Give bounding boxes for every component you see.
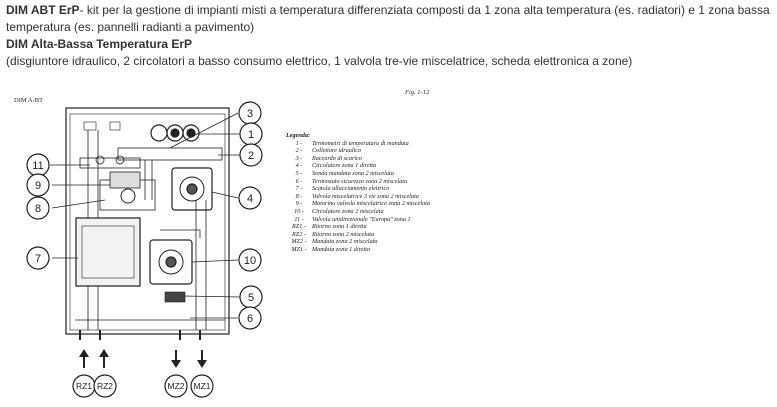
connection-mz1 (190, 374, 214, 398)
electrical-box (75, 217, 141, 287)
legend-item-text: Termostato sicurezza zona 2 miscelata (312, 177, 408, 185)
legend-item-code: 5 - (295, 169, 303, 177)
cabinet-outline (65, 107, 230, 335)
legend-item-code: 3 - (295, 154, 303, 162)
legend-item: RZ1 - Ritorno zona 1 diretta (286, 223, 436, 231)
callout-10-label: 10 (244, 255, 256, 267)
arrow-down-icon (197, 360, 207, 368)
legend-item-code: 7 - (295, 185, 303, 193)
legend-item: 5 - Sonda mandata zona 2 miscelata (286, 170, 436, 178)
legend-item-text: Mandata zona 2 miscelata (312, 238, 378, 246)
legend-item: 6 - Termostato sicurezza zona 2 miscelata (286, 178, 436, 186)
legend-item-code: 8 - (295, 192, 303, 200)
callout-6 (238, 306, 262, 330)
figure-number: Fig. 1-12 (405, 89, 430, 96)
callout-11-label: 11 (32, 160, 43, 172)
legend-item: 3 - Raccordo di scarico (286, 155, 436, 163)
legend-item: 2 - Collettore idraulico (286, 147, 436, 155)
intro-line-1: DIM ABT ErP- kit per la gestione di impi… (6, 2, 771, 35)
legend-item-code: 10 - (294, 207, 304, 215)
callout-3-label: 3 (247, 108, 253, 120)
legend-item-text: Valvola unidirezionale "Europa" zona 1 (312, 215, 411, 223)
arrow-up-icon (99, 349, 109, 357)
callout-10 (238, 248, 262, 272)
legend-item-text: Sonda mandata zona 2 miscelata (312, 169, 394, 177)
legend-item-text: Collettore idraulico (312, 147, 362, 155)
connection-rz1-label: RZ1 (76, 381, 92, 391)
pump-zone-1 (171, 167, 213, 211)
legend-item-text: Scatola allacciamento elettrico (312, 185, 390, 193)
callout-4 (238, 186, 262, 210)
legend-item: 8 - Valvola miscelatrice 3 vie zona 2 mis… (286, 193, 436, 201)
legend-item-text: Motorino valvola miscelatrice zona 2 mis… (312, 200, 431, 208)
callout-2-label: 2 (248, 150, 254, 162)
legend-item-code: MZ2 - (291, 238, 307, 246)
connection-rz2-label: RZ2 (97, 381, 113, 391)
legend-item-text: Ritorno zona 2 miscelata (312, 230, 375, 238)
connection-rz2 (93, 374, 117, 398)
legend-item-text: Raccordo di scarico (312, 154, 362, 162)
arrow-down-icon (171, 360, 181, 368)
legend-item: MZ1 - Mandata zona 1 diretta (286, 246, 436, 254)
product-subtitle: DIM Alta-Bassa Temperatura ErP (6, 37, 193, 51)
legend-item: RZ2 - Ritorno zona 2 miscelata (286, 231, 436, 239)
legend-item: 11 - Valvola unidirezionale "Europa" zona… (286, 216, 436, 224)
legend-item-text: Circolatore zona 2 miscelata (312, 207, 384, 215)
legend-item-text: Circolatore zona 1 diretta (312, 162, 377, 170)
legend-item-code: MZ1 - (291, 245, 307, 253)
callout-7-label: 7 (35, 253, 41, 265)
callout-4-label: 4 (247, 193, 253, 205)
legend-item-code: 9 - (295, 200, 303, 208)
arrow-up-icon (79, 349, 89, 357)
legend-item-code: 11 - (294, 215, 304, 223)
legend-item-code: 6 - (295, 177, 303, 185)
legend-item: 10 - Circolatore zona 2 miscelata (286, 208, 436, 216)
connection-mz2-label: MZ2 (168, 381, 185, 391)
legend-item-text: Ritorno zona 1 diretta (312, 223, 367, 231)
thermometer-icon (150, 124, 168, 142)
callout-7 (26, 246, 50, 270)
legend-item-code: RZ1 - (292, 223, 306, 231)
callout-5-label: 5 (248, 292, 254, 304)
subtitle-block: DIM Alta-Bassa Temperatura ErP (disgiunt… (6, 36, 632, 69)
legend-item-code: 1 - (295, 139, 303, 147)
legend-item-code: 2 - (295, 147, 303, 155)
callout-8-label: 8 (35, 203, 41, 215)
callout-6-label: 6 (247, 313, 253, 325)
legend-item: 1 - Termometri di temperatura di mandata (286, 140, 436, 148)
product-description: - kit per la gestione di impianti misti … (6, 3, 770, 34)
product-components: (disgiuntore idraulico, 2 circolatori a … (6, 53, 633, 68)
legend-item: 7 - Scatola allacciamento elettrico (286, 185, 436, 193)
legend-title: Legenda: (286, 132, 311, 139)
connection-mz1-label: MZ1 (194, 381, 211, 391)
legend-item-text: Valvola miscelatrice 3 vie zona 2 miscel… (312, 192, 419, 200)
legend-item-text: Termometri di temperatura di mandata (312, 139, 409, 147)
model-label: DIM A-BT (14, 97, 44, 104)
callout-2 (239, 143, 263, 167)
connection-mz2 (164, 374, 188, 398)
legend-item: 9 - Motorino valvola miscelatrice zona 2 … (286, 200, 436, 208)
legend-item-text: Mandata zona 1 diretta (312, 245, 371, 253)
legend: Legenda: 1 - Termometri di temperatura di… (286, 132, 436, 254)
intro-paragraph: DIM ABT ErP- kit per la gestione di impi… (6, 2, 771, 35)
callout-8 (26, 196, 50, 220)
product-title: DIM ABT ErP (6, 3, 80, 17)
legend-item-code: RZ2 - (292, 230, 306, 238)
legend-item-code: 4 - (295, 162, 303, 170)
legend-item: 4 - Circolatore zona 1 diretta (286, 162, 436, 170)
callout-9-label: 9 (35, 180, 41, 192)
callout-1-label: 1 (248, 129, 254, 141)
callout-9 (26, 173, 50, 197)
legend-item: MZ2 - Mandata zona 2 miscelata (286, 238, 436, 246)
